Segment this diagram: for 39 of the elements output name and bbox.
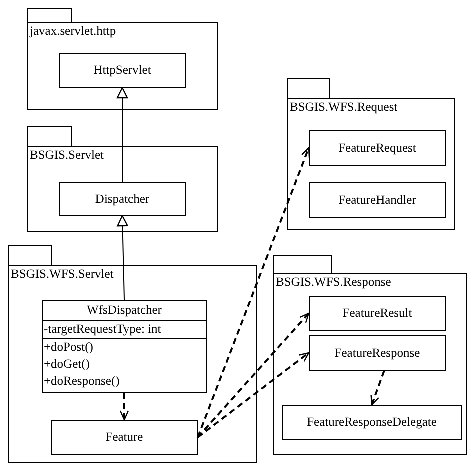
class-box <box>42 300 207 393</box>
dependency-arrow <box>197 312 310 438</box>
package-name: BSGIS.WFS.Response <box>276 275 392 290</box>
dependency-arrow <box>120 393 130 421</box>
class-name: Dispatcher <box>95 192 150 206</box>
class-box <box>51 420 198 455</box>
class-name: WfsDispatcher <box>87 303 162 317</box>
class-name: FeatureResponseDelegate <box>307 415 437 429</box>
package-frame <box>8 245 257 463</box>
class-box <box>59 182 186 216</box>
dependency-arrow <box>370 370 386 406</box>
class-name: Feature <box>106 430 144 444</box>
package-frame <box>27 126 218 232</box>
package-name: BSGIS.WFS.Request <box>290 100 398 115</box>
inheritance-arrow <box>116 87 128 182</box>
method-name: +doResponse() <box>44 374 120 388</box>
class-box <box>309 182 446 218</box>
package-frame <box>273 255 467 455</box>
dependency-arrow <box>197 147 310 438</box>
class-name: FeatureResponse <box>334 346 420 360</box>
class-box <box>59 53 186 88</box>
attribute-name: -targetRequestType: int <box>44 322 162 336</box>
method-name: +doPost() <box>44 340 94 354</box>
package-name: BSGIS.Servlet <box>30 148 104 163</box>
class-name: FeatureHandler <box>338 192 416 206</box>
class-box <box>309 130 446 166</box>
class-box <box>309 296 446 331</box>
class-box <box>309 335 446 371</box>
method-name: +doGet() <box>44 357 90 371</box>
inheritance-arrow <box>117 215 128 300</box>
class-name: FeatureRequest <box>338 140 416 154</box>
dependency-arrow <box>197 352 310 438</box>
class-box <box>282 405 462 440</box>
package-name: BSGIS.WFS.Servlet <box>11 267 114 282</box>
package-frame <box>287 78 455 230</box>
class-name: HttpServlet <box>94 63 152 77</box>
class-name: FeatureResult <box>342 306 412 320</box>
package-frame <box>27 8 218 110</box>
package-name: javax.servlet.http <box>30 24 116 39</box>
